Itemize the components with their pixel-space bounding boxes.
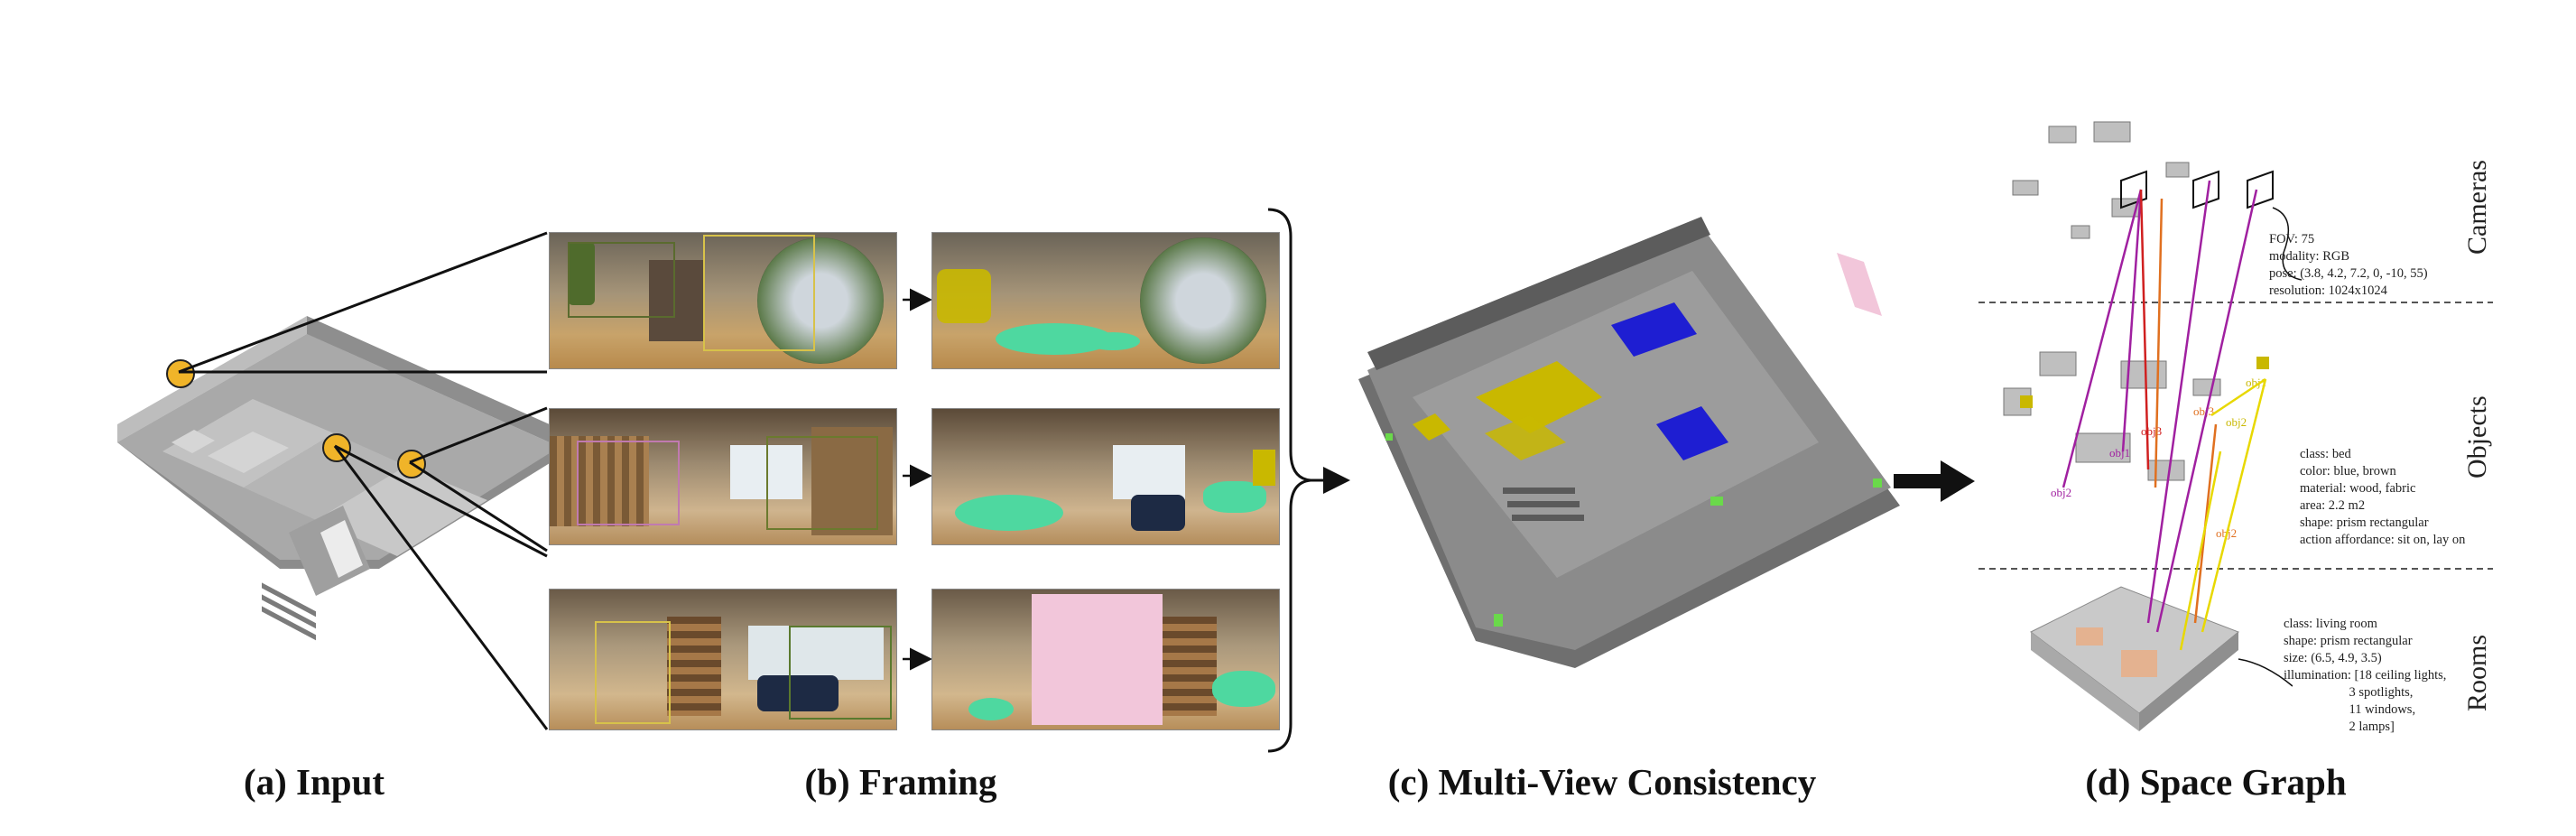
object-tag-obj1: obj1 (2109, 446, 2131, 460)
section-label-rooms: Rooms (2462, 634, 2492, 711)
segmented-panorama-1 (931, 232, 1280, 369)
input-panorama-2 (549, 408, 897, 545)
object-tag-obj2: obj2 (2051, 486, 2072, 499)
input-panorama-3 (549, 589, 897, 730)
camera-info: FOV: 75 modality: RGB pose: (3.8, 4.2, 7… (2269, 232, 2428, 298)
object-tag-obj1-yellow: obj1 (2246, 376, 2267, 389)
object-info: class: bed color: blue, brown material: … (2300, 447, 2466, 547)
caption-input: (a) Input (243, 761, 385, 803)
objects-layer (2003, 351, 2269, 481)
consistency-model (1358, 217, 1900, 668)
object-tag-obj2-yellow: obj2 (2226, 415, 2247, 429)
input-panorama-1 (549, 232, 897, 369)
caption-framing: (b) Framing (804, 761, 997, 803)
cameras-layer (2012, 121, 2303, 281)
section-label-cameras: Cameras (2462, 160, 2492, 255)
section-label-objects: Objects (2462, 395, 2492, 478)
camera-marker-icon (166, 359, 195, 388)
caption-multi-view-consistency: (c) Multi-View Consistency (1387, 761, 1817, 803)
segmented-panorama-2 (931, 408, 1280, 545)
caption-space-graph: (d) Space Graph (2085, 761, 2347, 803)
object-tag-obj3-orange: obj3 (2193, 404, 2215, 418)
segmented-panorama-3 (931, 589, 1280, 730)
room-info: class: living room shape: prism rectangu… (2284, 617, 2447, 734)
